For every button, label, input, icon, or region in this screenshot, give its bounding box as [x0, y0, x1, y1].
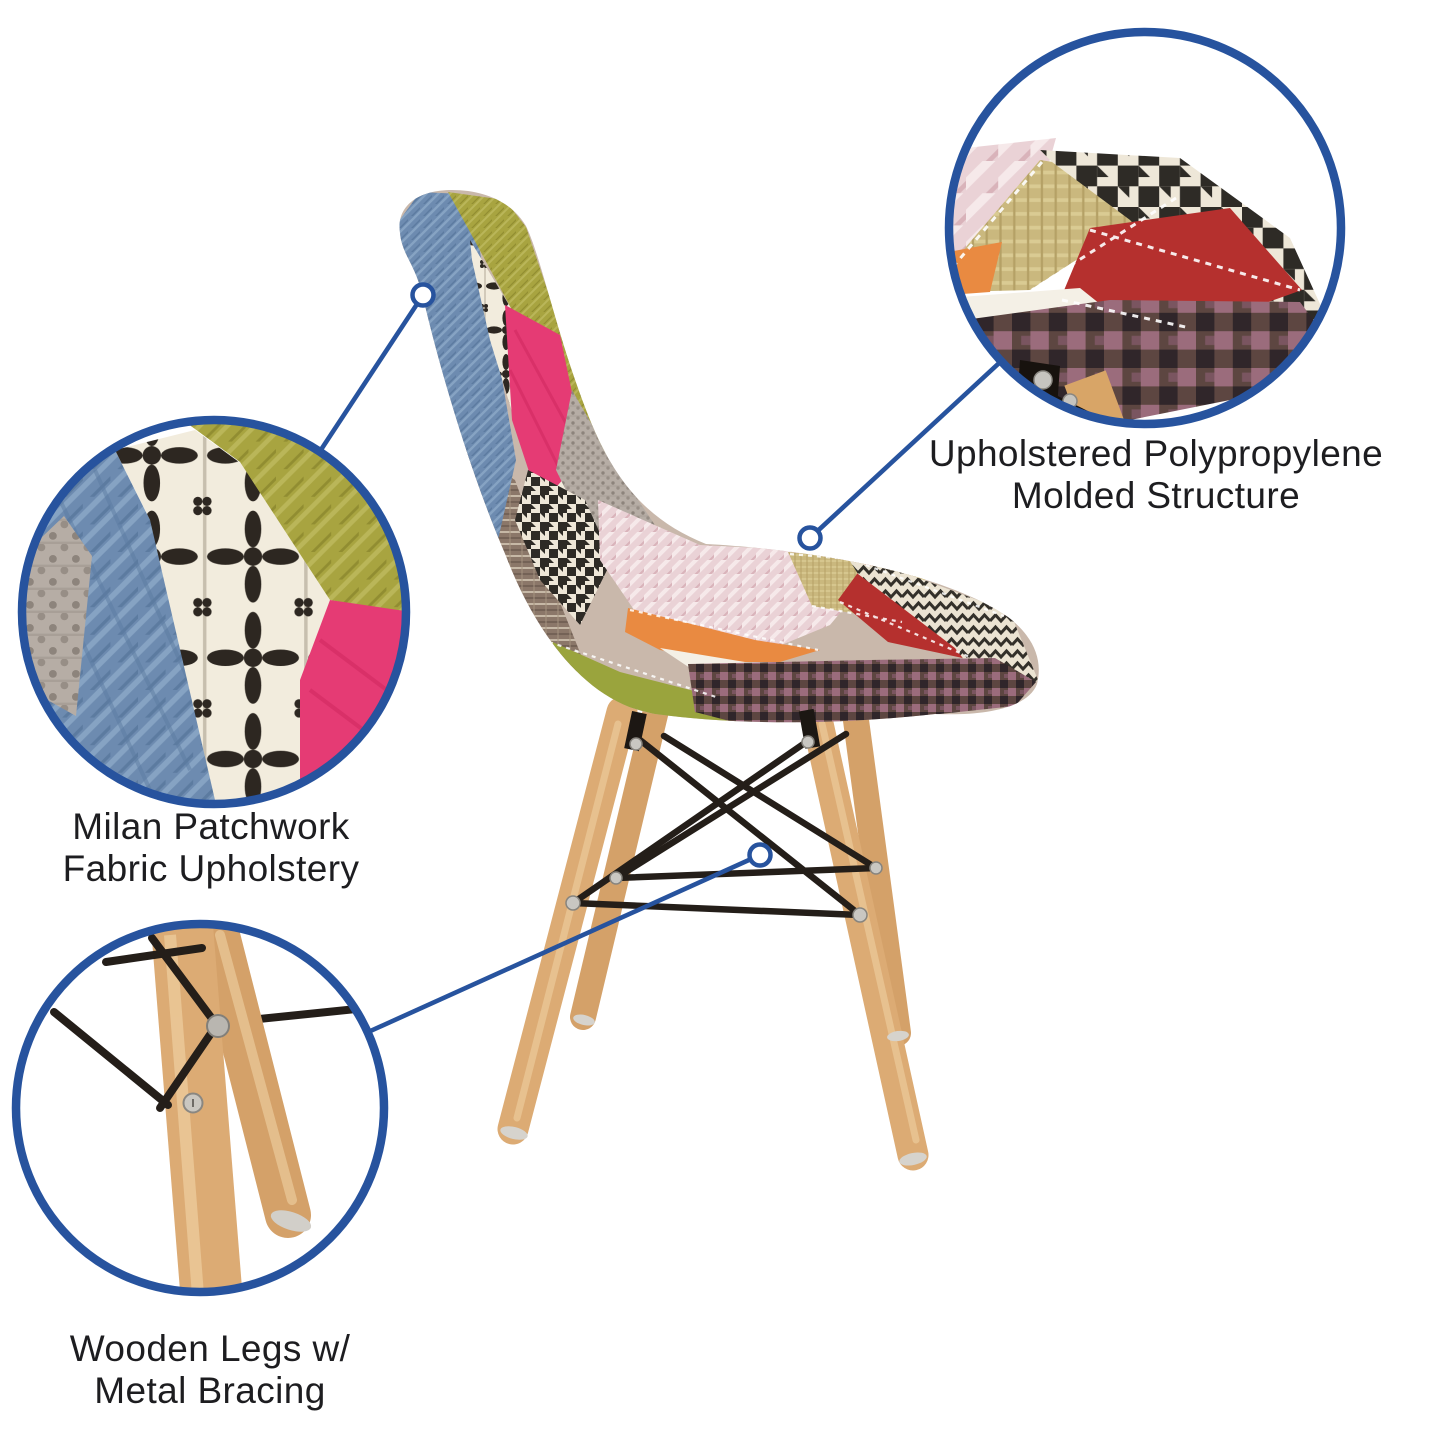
callout-label-legs-line1: Wooden Legs w/: [69, 1328, 351, 1369]
chair-brace-screws: [565, 735, 883, 923]
callout-label-legs: Wooden Legs w/ Metal Bracing: [10, 1328, 410, 1412]
callout-label-legs-line2: Metal Bracing: [94, 1370, 326, 1411]
chair-metal-bracing: [569, 708, 880, 919]
callout-anchor-dots: [410, 282, 823, 868]
callout-label-structure: Upholstered Polypropylene Molded Structu…: [856, 433, 1445, 517]
callout-circle-fabric-detail: [17, 415, 411, 809]
anchor-dot-fabric: [410, 282, 436, 308]
chair: [399, 190, 1039, 1171]
callout-label-fabric-line1: Milan Patchwork: [72, 806, 350, 847]
callout-circle-legs-detail: [11, 919, 389, 1297]
chair-wooden-legs: [497, 685, 929, 1171]
callout-label-fabric: Milan Patchwork Fabric Upholstery: [9, 806, 413, 890]
callout-label-structure-line1: Upholstered Polypropylene: [928, 433, 1384, 474]
callout-label-fabric-line2: Fabric Upholstery: [62, 848, 360, 889]
anchor-dot-structure: [797, 525, 823, 551]
anchor-dot-legs: [747, 842, 773, 868]
callout-label-structure-line2: Molded Structure: [1011, 475, 1301, 516]
callout-circle-structure-detail: [944, 27, 1346, 429]
